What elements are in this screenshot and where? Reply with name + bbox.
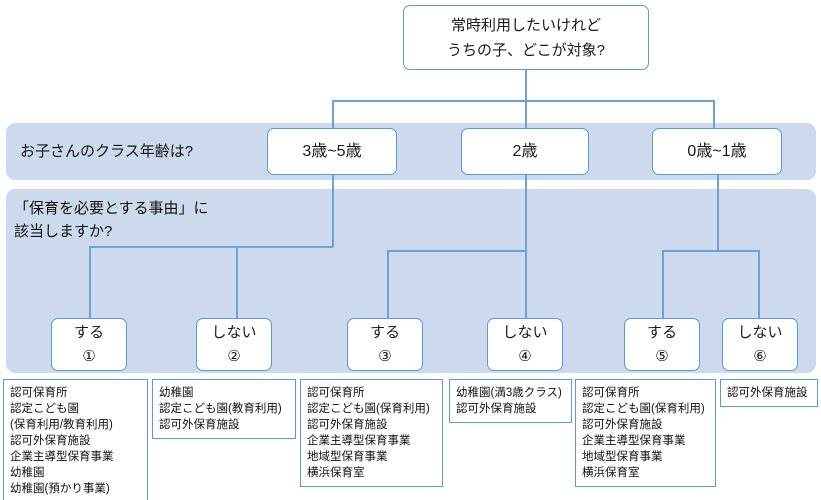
connector-line [525,250,527,318]
age-box-3to5: 3歳~5歳 [267,128,397,175]
decision-box-6: しない ⑥ [722,318,798,371]
facility-item: 企業主導型保育事業 [307,435,411,447]
age-question-label: お子さんのクラス年齢は? [20,143,194,160]
decision-3-label: する [369,323,400,341]
decision-2-number: ② [227,347,241,365]
result-box-3: 認可保育所 認定こども園(保育利用) 認可外保育施設 企業主導型保育事業 地域型… [300,379,443,487]
facility-item: 地域型保育事業 [582,451,663,463]
connector-line [758,250,760,318]
connector-line [662,250,759,252]
facility-item: 認定こども園(保育利用) [582,403,705,415]
decision-box-5: する ⑤ [624,318,700,371]
decision-box-4: しない ④ [487,318,563,371]
age-box-0to1: 0歳~1歳 [652,128,782,175]
decision-6-label: しない [737,323,783,341]
facility-item: 幼稚園 [159,387,194,399]
facility-item: 地域型保育事業 [307,451,388,463]
facility-item: 認定こども園(保育利用) [307,403,430,415]
root-question-line2: うちの子、どこが対象? [447,41,605,59]
decision-2-label: しない [211,323,257,341]
decision-box-2: しない ② [196,318,272,371]
decision-5-label: する [646,323,677,341]
connector-line [717,174,719,251]
facility-item: 認定こども園(教育利用) [159,403,282,415]
root-question-line1: 常時利用したいけれど [450,16,601,34]
age-box-0to1-label: 0歳~1歳 [687,142,747,160]
facility-item: 認可保育所 [10,387,68,399]
connector-line [89,246,91,318]
connector-line [332,174,334,247]
reason-question-line2: 該当しますか? [14,223,113,240]
age-box-2: 2歳 [461,128,589,175]
decision-1-label: する [73,323,104,341]
result-box-5: 認可保育所 認定こども園(保育利用) 認可外保育施設 企業主導型保育事業 地域型… [575,379,716,487]
decision-1-number: ① [82,347,96,365]
reason-question-line1: 「保育を必要とする事由」に [14,200,209,217]
connector-line [332,100,334,129]
decision-3-number: ③ [378,347,392,365]
connector-line [387,250,389,318]
result-box-1: 認可保育所 認定こども園 (保育利用/教育利用) 認可外保育施設 企業主導型保育… [3,379,148,500]
age-box-2-label: 2歳 [512,142,538,160]
facility-item: 横浜保育室 [582,467,640,479]
facility-item: 認可外保育施設 [307,419,388,431]
result-box-2: 幼稚園 認定こども園(教育利用) 認可外保育施設 [152,379,296,439]
facility-item: 認可外保育施設 [582,419,663,431]
decision-5-number: ⑤ [655,347,669,365]
age-box-3to5-label: 3歳~5歳 [302,142,362,160]
facility-item: 認可外保育施設 [10,435,91,447]
connector-line [525,100,527,129]
facility-item: 認可外保育施設 [159,419,240,431]
decision-box-3: する ③ [347,318,423,371]
decision-6-number: ⑥ [753,347,767,365]
connector-line [332,100,714,102]
facility-item: 企業主導型保育事業 [10,451,114,463]
facility-item: 幼稚園(満3歳クラス) [456,387,562,399]
facility-item: 認可保育所 [582,387,640,399]
decision-4-number: ④ [518,347,532,365]
decision-box-1: する ① [51,318,127,371]
facility-item: 認可外保育施設 [456,403,537,415]
root-question-box: 常時利用したいけれど うちの子、どこが対象? [403,5,649,70]
facility-item: (保育利用/教育利用) [10,419,113,431]
connector-line [387,250,526,252]
facility-item: 認可保育所 [307,387,365,399]
result-box-4: 幼稚園(満3歳クラス) 認可外保育施設 [449,379,572,423]
connector-line [89,246,333,248]
facility-item: 幼稚園(預かり事業) [10,483,110,495]
connector-line [236,246,238,318]
facility-item: 横浜保育室 [307,467,365,479]
decision-4-label: しない [502,323,548,341]
result-box-6: 認可外保育施設 [720,379,818,407]
facility-item: 認定こども園 [10,403,79,415]
connector-line [525,70,527,101]
facility-item: 認可外保育施設 [727,387,808,399]
connector-line [713,100,715,129]
connector-line [525,174,527,251]
connector-line [662,250,664,318]
facility-item: 企業主導型保育事業 [582,435,686,447]
facility-item: 幼稚園 [10,467,45,479]
